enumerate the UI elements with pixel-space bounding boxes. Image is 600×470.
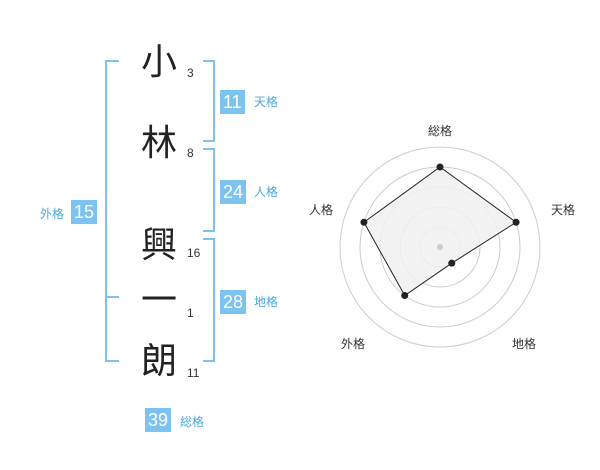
radar-point-1 [436, 163, 444, 171]
gaikaku-bracket [105, 60, 119, 362]
jinkaku-label: 人格 [254, 185, 279, 199]
chikaku-label: 地格 [254, 295, 279, 309]
chikaku-bracket [203, 238, 215, 362]
tenkaku-badge: 11 [220, 90, 245, 114]
tenkaku-bracket [203, 60, 215, 142]
radar-label-soukaku: 総格 [428, 124, 453, 138]
radar-label-jinkaku: 人格 [309, 203, 334, 217]
name-char-4: 一 [140, 280, 177, 321]
jinkaku-badge: 24 [220, 180, 247, 204]
soukaku-label: 総格 [180, 415, 205, 429]
radar-center-dot [437, 244, 443, 250]
radar-label-tenkaku: 天格 [551, 203, 576, 217]
chikaku-badge: 28 [220, 290, 247, 314]
soukaku-badge: 39 [145, 408, 172, 432]
radar-point-4 [401, 292, 409, 300]
stroke-count-2: 8 [187, 146, 194, 160]
stroke-count-3: 16 [187, 246, 201, 260]
jinkaku-bracket [203, 148, 215, 232]
stroke-count-4: 1 [187, 306, 194, 320]
gaikaku-badge: 15 [71, 200, 98, 224]
radar-point-5 [360, 218, 368, 226]
radar-label-chikaku: 地格 [512, 337, 537, 351]
radar-label-gaikaku: 外格 [341, 337, 366, 351]
stroke-count-1: 3 [187, 66, 194, 80]
stroke-count-5: 11 [187, 366, 200, 380]
name-char-2: 林 [140, 123, 177, 164]
radar-score-polygon [363, 166, 517, 297]
radar-point-2 [512, 218, 520, 226]
tenkaku-label: 天格 [254, 95, 279, 109]
name-char-1: 小 [140, 42, 177, 83]
gaikaku-label: 外格 [40, 207, 65, 221]
gaikaku-bracket-tick [105, 296, 119, 298]
name-char-3: 興 [140, 225, 177, 266]
name-char-5: 朗 [140, 341, 177, 382]
radar-point-3 [448, 259, 456, 267]
